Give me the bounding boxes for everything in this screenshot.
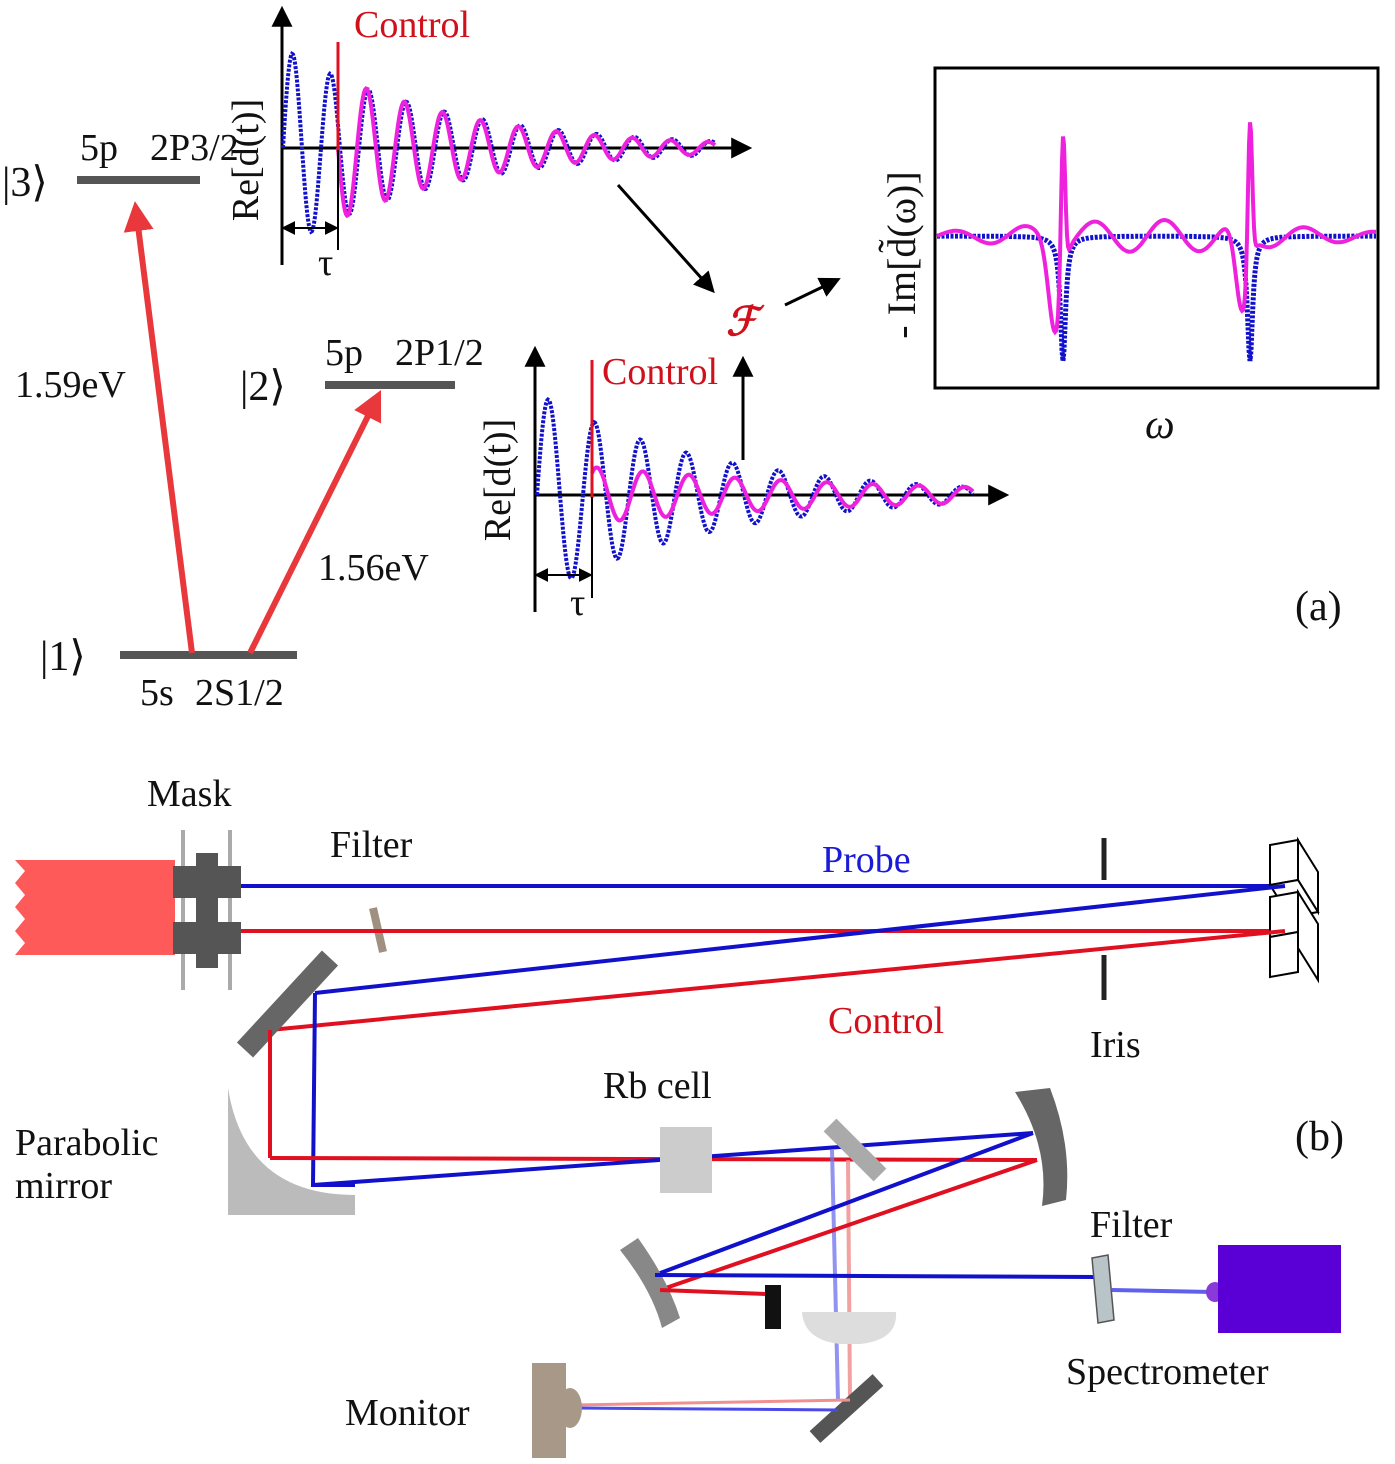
spectrum-plot: - Im[d̃(ω)] ω (879, 66, 1380, 448)
level-1-label: 5s 2S1/2 (140, 672, 284, 714)
spectrum-xlabel: ω (1145, 402, 1175, 448)
collimating-lens (802, 1312, 897, 1344)
fourier-symbol: ℱ (726, 299, 765, 344)
control-beam-to-small-mirror (659, 1158, 1038, 1292)
level-2-term: 2P1/2 (395, 332, 484, 374)
energy-level-diagram: |3⟩ |2⟩ |1⟩ 5p 2P3/2 5p 2P1/2 5s 2S1/2 1… (2, 127, 484, 714)
parabolic-mirror (228, 1088, 355, 1215)
svg-text:2P3/2: 2P3/2 (150, 127, 239, 169)
control-label-top: Control (354, 4, 470, 46)
transition-arrow-1-2 (247, 389, 382, 655)
probe-signal-top (281, 50, 717, 235)
rb-cell (660, 1127, 712, 1193)
tau-label-bottom: τ (570, 582, 585, 624)
tau-label-top: τ (318, 242, 333, 284)
parabolic-mirror-label-line2: mirror (15, 1165, 112, 1207)
parabolic-mirror-label-line1: Parabolic (15, 1122, 159, 1164)
fold-mirror (236, 950, 339, 1058)
split-mirror (1268, 836, 1320, 984)
probe-signal-bottom (535, 397, 975, 581)
arrow-fourier-to-spectrum (784, 277, 841, 307)
mask-label: Mask (147, 773, 231, 815)
control-beam-return (269, 929, 1286, 1032)
fourier-transform: ℱ (616, 183, 841, 460)
spectrometer (1218, 1245, 1341, 1333)
mask (173, 830, 241, 990)
svg-text:2P1/2: 2P1/2 (395, 332, 484, 374)
monitor-control-faint (846, 1159, 852, 1401)
panel-label-a: (a) (1295, 584, 1342, 630)
optical-setup: Mask Filter Probe Iris Control (15, 773, 1341, 1458)
filtered-beam (1111, 1288, 1213, 1294)
beam-block (765, 1285, 781, 1329)
svg-text:5p: 5p (325, 332, 363, 374)
control-beam-label: Control (828, 1000, 944, 1042)
level-1-term: 2S1/2 (195, 672, 284, 714)
ket-3: |3⟩ (2, 160, 48, 206)
energy-label-1-3: 1.59eV (15, 364, 126, 406)
time-plot-top: Control Re[d(t)] τ (225, 4, 753, 284)
control-beam-to-block (659, 1288, 766, 1296)
svg-text:5p: 5p (80, 127, 118, 169)
curved-mirror-large (1015, 1088, 1068, 1206)
filter-spectrometer (1091, 1254, 1115, 1324)
control-modified-signal-bottom (590, 465, 975, 523)
spectrometer-label: Spectrometer (1066, 1351, 1269, 1393)
rb-cell-label: Rb cell (603, 1065, 712, 1107)
probe-label: Probe (822, 839, 911, 881)
level-2-label: 5p 2P1/2 (325, 332, 484, 374)
spectrum-probe-only (937, 233, 1376, 362)
iris-label: Iris (1090, 1024, 1141, 1066)
svg-text:5s: 5s (140, 672, 174, 714)
laser-beam-source (15, 860, 175, 955)
arrow-top-to-fourier (616, 183, 715, 294)
ylabel-bottom: Re[d(t)] (477, 419, 519, 541)
monitor-camera-lens (558, 1388, 582, 1428)
panel-label-b: (b) (1295, 1114, 1344, 1160)
level-3-term: 2P3/2 (150, 127, 239, 169)
spectrum-ylabel: - Im[d̃(ω)] (879, 171, 924, 338)
probe-beam-to-spectrometer (654, 1273, 1096, 1279)
level-3-label: 5p 2P3/2 (80, 127, 239, 169)
ket-1: |1⟩ (40, 634, 86, 680)
svg-text:2S1/2: 2S1/2 (195, 672, 284, 714)
control-modified-signal-top (336, 86, 717, 219)
control-label-bottom: Control (602, 351, 718, 393)
curved-mirror-small (620, 1238, 680, 1328)
spectrum-with-control (936, 122, 1377, 336)
transition-arrow-1-3 (123, 201, 195, 654)
monitor-label: Monitor (345, 1392, 470, 1434)
ylabel-top: Re[d(t)] (225, 99, 267, 221)
energy-label-1-2: 1.56eV (318, 547, 429, 589)
monitor-mirror (809, 1374, 884, 1443)
filter-label-1: Filter (330, 824, 413, 866)
pickoff-mirror (823, 1118, 887, 1182)
probe-beam-to-small-mirror (654, 1131, 1034, 1277)
filter-label-2: Filter (1090, 1204, 1173, 1246)
monitor-beam-control (574, 1398, 851, 1407)
ket-2: |2⟩ (240, 364, 286, 410)
monitor-beam-probe (574, 1406, 839, 1412)
probe-beam-return (314, 884, 1286, 995)
time-plot-bottom: Control Re[d(t)] τ (477, 345, 1010, 624)
